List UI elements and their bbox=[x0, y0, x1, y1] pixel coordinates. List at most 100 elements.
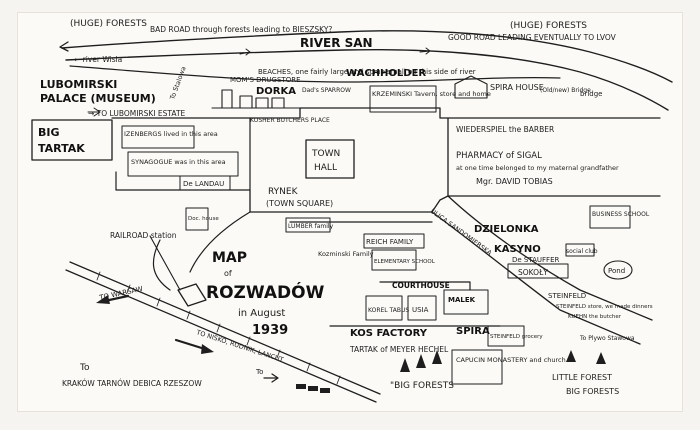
huge-forests-right-label: (HUGE) FORESTS bbox=[510, 21, 587, 31]
kosher-butchers-label: KOSHER BUTCHERS PLACE bbox=[250, 117, 330, 124]
izenbergs-label: IZENBERGS lived in this area bbox=[124, 130, 218, 138]
pharmacy-label: PHARMACY of SIGAL bbox=[456, 151, 542, 161]
tartak-meyer-label: TARTAK of MEYER HECHEL bbox=[349, 345, 449, 354]
sokoly-label: SOKOŁY bbox=[518, 268, 548, 277]
delandau-box bbox=[179, 175, 231, 191]
wiederspiel-label: WIEDERSPIEL the BARBER bbox=[456, 125, 554, 134]
river-wisla-label: ← river Wisla bbox=[74, 55, 122, 64]
usia-box bbox=[407, 295, 437, 321]
railroad-track bbox=[69, 261, 381, 395]
bridge-label: bridge bbox=[580, 90, 602, 98]
korel-tabus-box bbox=[365, 295, 403, 321]
izenbergs-box bbox=[121, 125, 195, 149]
station-arrow bbox=[149, 235, 181, 291]
korel-tabus-label: KOREL TABUS bbox=[368, 307, 409, 314]
courthouse-label: COURTHOUSE bbox=[392, 281, 450, 290]
railroad-station-label: RAILROAD station bbox=[110, 231, 177, 240]
malek-box bbox=[443, 289, 489, 315]
building bbox=[239, 95, 253, 109]
pharmacy-note-label: at one time belonged to my maternal gran… bbox=[456, 164, 619, 172]
spira-house-label: SPIRA HOUSE bbox=[490, 83, 544, 92]
little-forest-label: LITTLE FOREST bbox=[552, 373, 612, 382]
flow-arrow bbox=[239, 48, 251, 56]
big-forests-bottom-label: "BIG FORESTS bbox=[390, 381, 454, 391]
malek-label: MALEK bbox=[448, 296, 476, 304]
social-club-label: social club bbox=[566, 248, 598, 255]
river-san-label: RIVER SAN bbox=[300, 36, 373, 50]
title-map: MAP bbox=[212, 250, 247, 266]
elementary-school-label: ELEMENTARY SCHOOL bbox=[374, 259, 436, 265]
steinfeld-grocery-box bbox=[487, 325, 525, 347]
big-tartak-label-2: TARTAK bbox=[38, 142, 85, 155]
tree-icons bbox=[400, 350, 606, 372]
pharmacy-owner-label: Mgr. DAVID TOBIAS bbox=[476, 177, 553, 186]
building bbox=[271, 97, 285, 109]
building bbox=[221, 89, 233, 109]
town-square-label: (TOWN SQUARE) bbox=[266, 199, 333, 208]
title-in: in August bbox=[238, 308, 285, 319]
kozminski-label: Kozminski Family bbox=[318, 250, 374, 258]
dads-sparrow-label: Dad's SPARROW bbox=[302, 87, 351, 94]
courthouse-line bbox=[379, 281, 471, 291]
pond-icon bbox=[603, 260, 633, 280]
kuehn-label: KUEHN the butcher bbox=[568, 314, 622, 320]
road-curve bbox=[189, 211, 251, 273]
title-year: 1939 bbox=[252, 323, 288, 338]
to-stalowa-label: To Stalowa bbox=[168, 65, 188, 101]
wachholder-label: WACHHOLDER bbox=[346, 68, 426, 79]
to-lubomirski-estate-label: → TO LUBOMIRSKI ESTATE bbox=[88, 109, 186, 118]
railroad-ties bbox=[96, 271, 341, 385]
lubomirski-label-1: LUBOMIRSKI bbox=[40, 78, 117, 91]
pond-label: Pond bbox=[608, 267, 625, 275]
railroad-station-box bbox=[177, 283, 207, 307]
flow-arrow bbox=[419, 47, 431, 55]
new-bridge-label: (Old/new) Bridge bbox=[540, 87, 591, 94]
ulica-road-left bbox=[431, 211, 641, 345]
spira-house-icon bbox=[454, 75, 488, 99]
reich-family-label: REICH FAMILY bbox=[366, 238, 414, 246]
moms-drugstore-label: MOM'S DRUGSTORE bbox=[230, 76, 301, 84]
dorka-label: DORKA bbox=[256, 86, 296, 97]
title-name: ROZWADÓW bbox=[206, 281, 325, 303]
lumber-family-label: LUMBER family bbox=[288, 223, 334, 230]
synagogue-label: SYNAGOGUE was in this area bbox=[131, 158, 226, 166]
business-school-box bbox=[589, 205, 631, 229]
elementary-school-box bbox=[371, 249, 417, 271]
destinations-label: KRAKÓW TARNÓW DEBICA RZESZOW bbox=[62, 379, 202, 388]
arrow-left-icon bbox=[59, 41, 69, 52]
town-hall-box bbox=[305, 139, 355, 179]
krzeminski-label: KRZEMINSKI Tavern, store and home bbox=[372, 90, 491, 98]
social-club-box bbox=[565, 243, 595, 257]
arrow-right-icon bbox=[263, 373, 279, 383]
huge-forests-left-label: (HUGE) FORESTS bbox=[70, 19, 147, 29]
doc-house-box bbox=[185, 207, 209, 231]
kasyno-label: KASYNO bbox=[494, 244, 541, 255]
lumber-family-box bbox=[285, 217, 331, 233]
bad-road-label: BAD ROAD through forests leading to BIES… bbox=[150, 25, 332, 34]
town-hall-label-1: TOWN bbox=[311, 149, 340, 159]
sokoly-box bbox=[507, 263, 569, 279]
big-tartak-box bbox=[31, 119, 113, 161]
business-school-label: BUSINESS SCHOOL bbox=[592, 211, 650, 218]
beaches-label: BEACHES, one fairly large and some small… bbox=[258, 68, 476, 76]
labels: (HUGE) FORESTS BAD ROAD through forests … bbox=[38, 19, 653, 396]
ulica-road-right bbox=[447, 195, 653, 321]
arrow-right-icon bbox=[87, 107, 101, 117]
river-bank-bottom bbox=[65, 49, 669, 111]
izenbergs-block bbox=[111, 117, 251, 191]
river-bank-top bbox=[61, 30, 673, 83]
to-plywo-label: To Plywo Stawowa bbox=[579, 335, 635, 342]
arrow-left-icon bbox=[96, 295, 110, 304]
spira-label: SPIRA bbox=[456, 326, 490, 337]
delandau-label: De LANDAU bbox=[183, 180, 224, 188]
capucin-label: CAPUCIN MONASTERY and church bbox=[456, 356, 566, 364]
reich-family-box bbox=[363, 233, 425, 249]
steinfeld-label: STEINFELD bbox=[548, 292, 586, 300]
usia-label: USIA bbox=[412, 306, 429, 314]
good-road-label: GOOD ROAD LEADING EVENTUALLY TO LVOV bbox=[448, 33, 617, 42]
steinfeld-store-label: STEINFELD store, we made dinners bbox=[556, 304, 653, 310]
kos-factory-label: KOS FACTORY bbox=[350, 328, 428, 339]
doc-house-label: Doc. house bbox=[188, 216, 219, 222]
steinfeld-grocery-label: STEINFELD grocery bbox=[490, 334, 543, 340]
